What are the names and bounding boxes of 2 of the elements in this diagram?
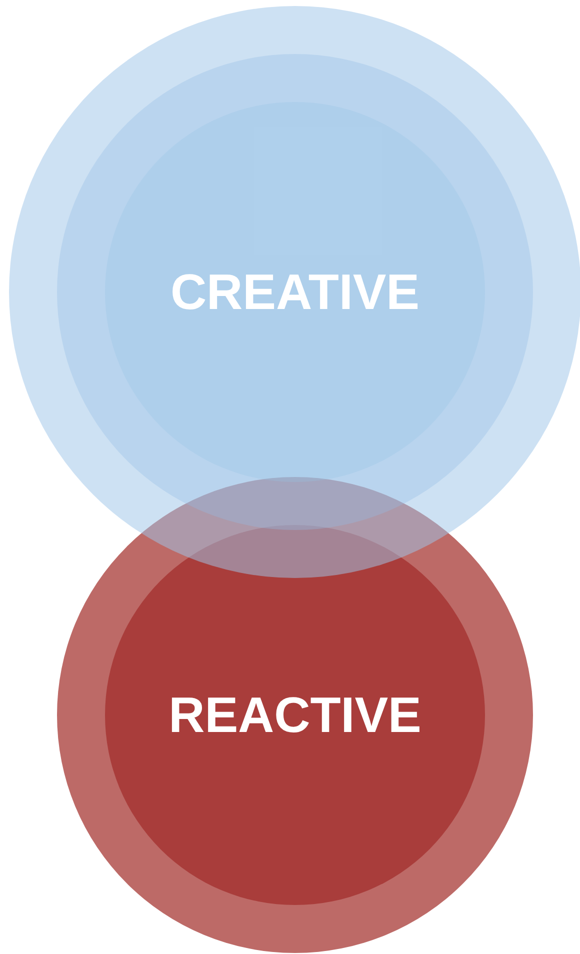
circle-label: REACTIVE (168, 686, 422, 744)
circle-label: CREATIVE (170, 263, 420, 321)
